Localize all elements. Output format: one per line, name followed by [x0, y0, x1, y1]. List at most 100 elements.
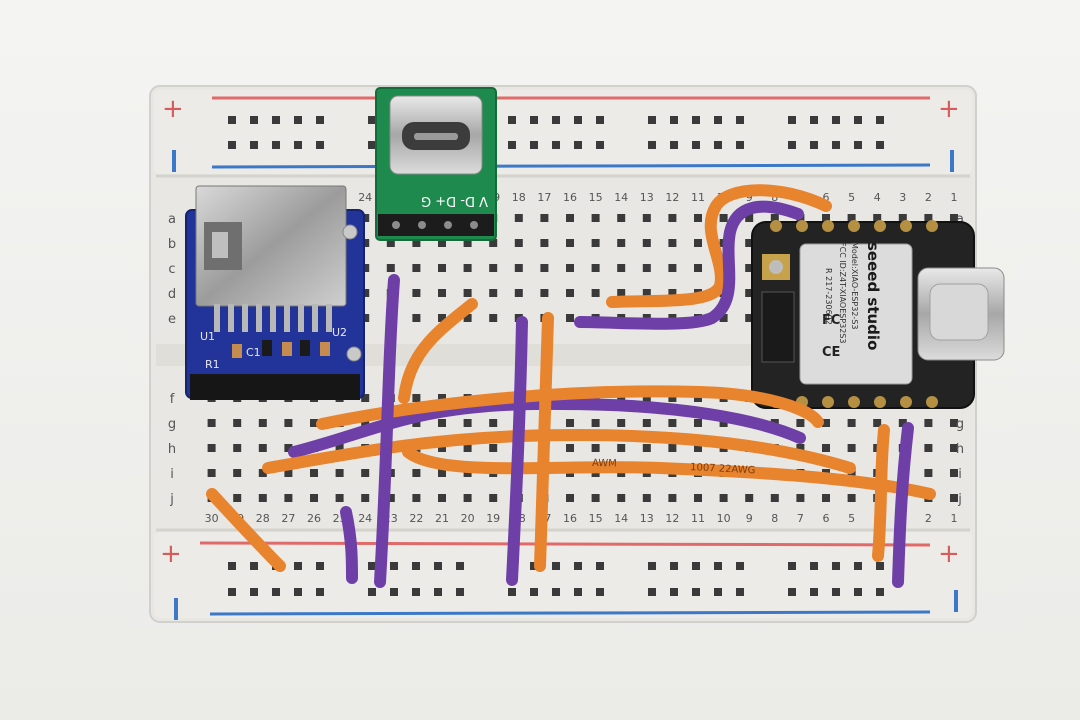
breadboard-hole: [694, 214, 702, 222]
castellated-pad: [926, 220, 938, 232]
castellated-pad: [874, 220, 886, 232]
breadboard-hole: [566, 444, 574, 452]
breadboard-hole: [294, 141, 302, 149]
breadboard-hole: [463, 264, 472, 272]
xiao-usb-c-face: [929, 283, 989, 341]
breadboard-hole: [648, 562, 656, 570]
breadboard-hole: [228, 562, 236, 570]
breadboard-hole: [250, 562, 258, 570]
orange-wire: [872, 424, 890, 562]
usb-c-tongue: [414, 133, 458, 140]
breadboard-hole: [310, 469, 318, 477]
breadboard-hole: [617, 214, 626, 222]
breadboard-hole: [714, 141, 722, 149]
xiao-shield-can: [799, 243, 913, 385]
breadboard-hole: [412, 562, 420, 570]
breadboard-hole: [796, 494, 805, 502]
bottom-blue-rail-line: [209, 610, 931, 616]
row-letter: a: [168, 212, 176, 227]
xiao-r-code: R 217-230692: [824, 268, 833, 325]
breadboard-hole: [316, 562, 324, 570]
breadboard-hole: [847, 214, 856, 222]
rail-plus-top-left: +: [162, 94, 184, 124]
column-number-bottom: 6: [823, 512, 830, 525]
breadboard-hole: [574, 588, 582, 596]
breadboard-hole: [335, 469, 344, 477]
breadboard-hole: [668, 419, 677, 427]
breadboard-hole: [574, 562, 582, 570]
orange-wire: [398, 298, 478, 404]
column-number-bottom: 12: [665, 512, 679, 525]
castellated-pad: [848, 220, 860, 232]
breadboard-hole: [438, 289, 446, 297]
breadboard-hole: [272, 116, 280, 124]
breadboard-hole: [463, 289, 472, 297]
breadboard-hole: [566, 214, 574, 222]
breadboard-hole: [924, 419, 933, 427]
breadboard-hole: [642, 214, 651, 222]
sd-pin: [270, 304, 276, 332]
sd-pin: [256, 304, 262, 332]
sd-pin: [298, 304, 304, 332]
breadboard-hole: [876, 141, 884, 149]
breadboard-hole: [810, 116, 818, 124]
breadboard-hole: [642, 419, 651, 427]
breadboard-hole: [642, 239, 651, 247]
column-number-bottom: 26: [307, 512, 321, 525]
header-pin: [470, 221, 478, 229]
usb-header-pins: [378, 214, 494, 236]
breadboard-hole: [412, 264, 421, 272]
row-letter: g: [168, 417, 176, 432]
breadboard-hole: [540, 264, 549, 272]
column-number-top: 18: [512, 191, 526, 204]
xiao-fcc-id: FCC ID:Z4T-XIAOESP32S3: [838, 242, 847, 344]
breadboard-hole: [294, 116, 302, 124]
breadboard-hole: [745, 264, 754, 272]
camera-connector: [761, 291, 795, 363]
usb-pin-labels: V D- D+ G: [421, 193, 488, 208]
breadboard-hole: [736, 141, 744, 149]
breadboard-hole: [412, 588, 420, 596]
breadboard-hole: [540, 239, 549, 247]
breadboard-hole: [508, 141, 516, 149]
row-letter: g: [956, 417, 964, 432]
breadboard-hole: [822, 494, 830, 502]
column-number-bottom: 19: [486, 512, 500, 525]
breadboard-hole: [770, 214, 779, 222]
breadboard-hole: [463, 444, 472, 452]
column-number-top: 11: [691, 191, 705, 204]
breadboard-hole: [810, 588, 818, 596]
breadboard-hole: [258, 444, 267, 452]
castellated-pad: [900, 220, 912, 232]
row-letter: f: [170, 392, 175, 407]
breadboard-hole: [294, 562, 302, 570]
breadboard-hole: [950, 214, 958, 222]
castellated-pad: [900, 396, 912, 408]
breadboard-hole: [876, 562, 884, 570]
sd-header-pins: [190, 374, 360, 400]
breadboard-hole: [692, 141, 700, 149]
breadboard-hole: [591, 419, 600, 427]
column-number-top: 14: [614, 191, 628, 204]
column-number-top: 9: [746, 191, 753, 204]
breadboard-hole: [832, 588, 840, 596]
column-number-bottom: 15: [589, 512, 603, 525]
breadboard-hole: [540, 289, 549, 297]
castellated-pad: [848, 396, 860, 408]
breadboard-hole: [692, 588, 700, 596]
breadboard-hole: [788, 116, 796, 124]
bottom-red-rail-line: [199, 541, 931, 547]
breadboard-hole: [508, 116, 516, 124]
breadboard-hole: [438, 444, 446, 452]
breadboard-hole: [692, 562, 700, 570]
breadboard-hole: [822, 214, 830, 222]
breadboard-hole: [463, 469, 472, 477]
breadboard-hole: [648, 588, 656, 596]
breadboard-hole: [250, 588, 258, 596]
breadboard-hole: [847, 419, 856, 427]
row-letter: d: [168, 287, 176, 302]
breadboard-hole: [272, 141, 280, 149]
breadboard-hole: [540, 214, 549, 222]
column-number-bottom: 27: [281, 512, 295, 525]
